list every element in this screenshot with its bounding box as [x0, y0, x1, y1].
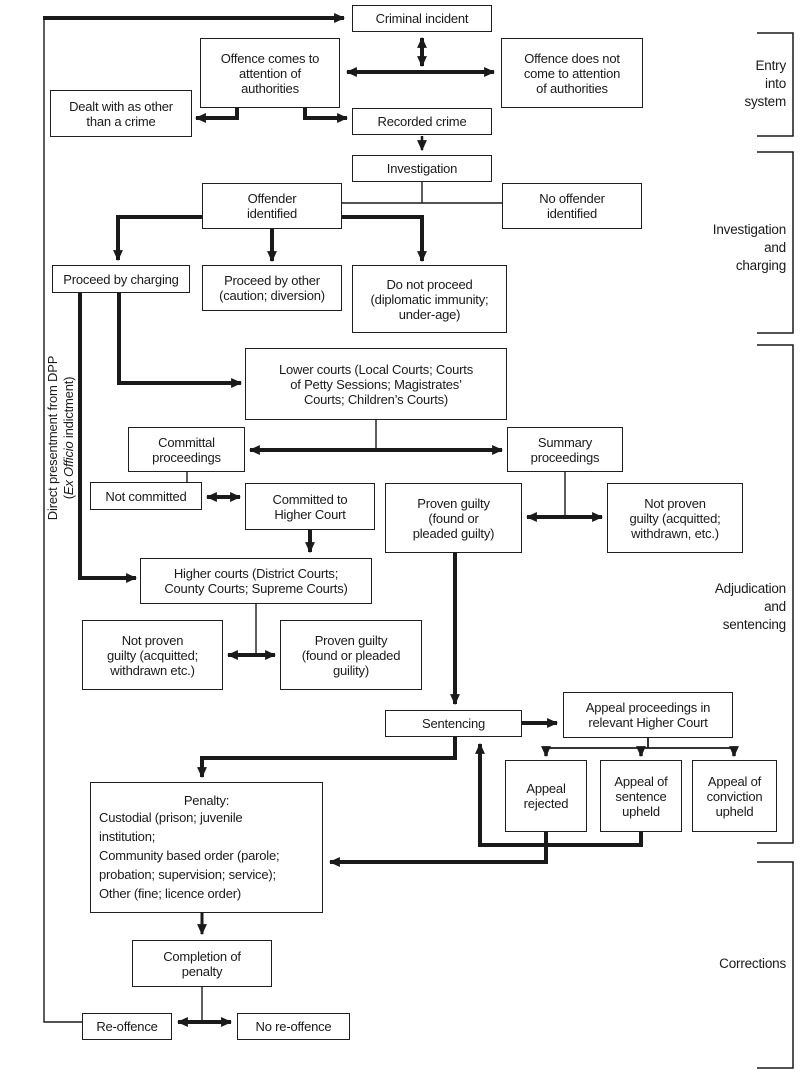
arrow-to-dealt-with: [194, 108, 239, 123]
node-appeal-sentence-upheld: Appeal of sentence upheld: [600, 760, 682, 832]
stage-investigation-charging: Investigation and charging: [712, 222, 786, 273]
node-offender-identified: Offender identified: [202, 183, 342, 229]
node-not-committed: Not committed: [90, 482, 202, 510]
node-proven-guilty-higher: Proven guilty (found or pleaded guility): [280, 620, 422, 690]
node-offence-comes: Offence comes to attention of authoritie…: [200, 38, 340, 108]
dpp-label-line1: Direct presentment from DPP: [45, 355, 60, 521]
arrow-to-proceed-charging: [113, 215, 202, 262]
arrow-to-do-not-proceed: [342, 215, 427, 263]
node-completion-penalty: Completion of penalty: [132, 940, 272, 987]
node-lower-courts: Lower courts (Local Courts; Courts of Pe…: [245, 348, 507, 420]
arrow-sentencing-penalty: [197, 737, 457, 779]
node-committed-higher: Committed to Higher Court: [245, 483, 375, 530]
line-reoffence-loop: [43, 18, 82, 1023]
stage-adjudication-sentencing: Adjudication and sentencing: [714, 581, 786, 632]
node-dealt-with-other: Dealt with as other than a crime: [50, 90, 192, 137]
node-proceed-charging: Proceed by charging: [52, 265, 190, 293]
stage-corrections: Corrections: [719, 956, 786, 971]
arrow-sentence-upheld-sentencing: [475, 742, 643, 847]
node-not-proven-summary: Not proven guilty (acquitted; withdrawn,…: [607, 483, 743, 553]
bracket-investigation: [757, 151, 794, 334]
node-proceed-other: Proceed by other (caution; diversion): [202, 265, 342, 311]
node-criminal-incident: Criminal incident: [352, 5, 492, 32]
arrow-dpp-higher-courts: [78, 293, 138, 583]
node-committal: Committal proceedings: [128, 427, 245, 472]
node-not-proven-higher: Not proven guilty (acquitted; withdrawn …: [82, 620, 223, 690]
dpp-label-line2: (Ex Officio indictment): [61, 376, 76, 500]
node-proven-guilty-summary: Proven guilty (found or pleaded guilty): [385, 483, 522, 553]
node-offence-not-come: Offence does not come to attention of au…: [501, 38, 643, 108]
node-summary: Summary proceedings: [507, 427, 623, 472]
node-no-offender: No offender identified: [502, 183, 642, 229]
penalty-body: Custodial (prison; juvenile institution;…: [99, 809, 280, 901]
node-do-not-proceed: Do not proceed (diplomatic immunity; und…: [352, 265, 507, 333]
arrow-charging-lower-courts: [117, 293, 243, 388]
node-higher-courts: Higher courts (District Courts; County C…: [140, 558, 372, 604]
penalty-title: Penalty:: [183, 792, 230, 808]
node-recorded-crime: Recorded crime: [352, 108, 492, 135]
node-penalty: Penalty: Custodial (prison; juvenile ins…: [90, 782, 323, 913]
node-appeal-conviction-upheld: Appeal of conviction upheld: [692, 760, 777, 832]
node-investigation: Investigation: [352, 155, 492, 182]
stage-entry-into-system: Entry into system: [744, 58, 786, 109]
node-no-reoffence: No re-offence: [237, 1013, 350, 1040]
bracket-corrections: [757, 861, 794, 1069]
arrow-to-recorded-crime: [303, 108, 349, 123]
node-reoffence: Re-offence: [82, 1013, 172, 1040]
node-appeal-proceedings: Appeal proceedings in relevant Higher Co…: [563, 692, 733, 738]
node-sentencing: Sentencing: [385, 710, 522, 737]
arrow-rejected-penalty: [328, 832, 548, 867]
node-appeal-rejected: Appeal rejected: [505, 760, 587, 832]
dpp-presentment-label: Direct presentment from DPP (Ex Officio …: [45, 288, 79, 588]
bracket-entry: [757, 32, 794, 137]
bracket-adjudication: [757, 344, 794, 844]
